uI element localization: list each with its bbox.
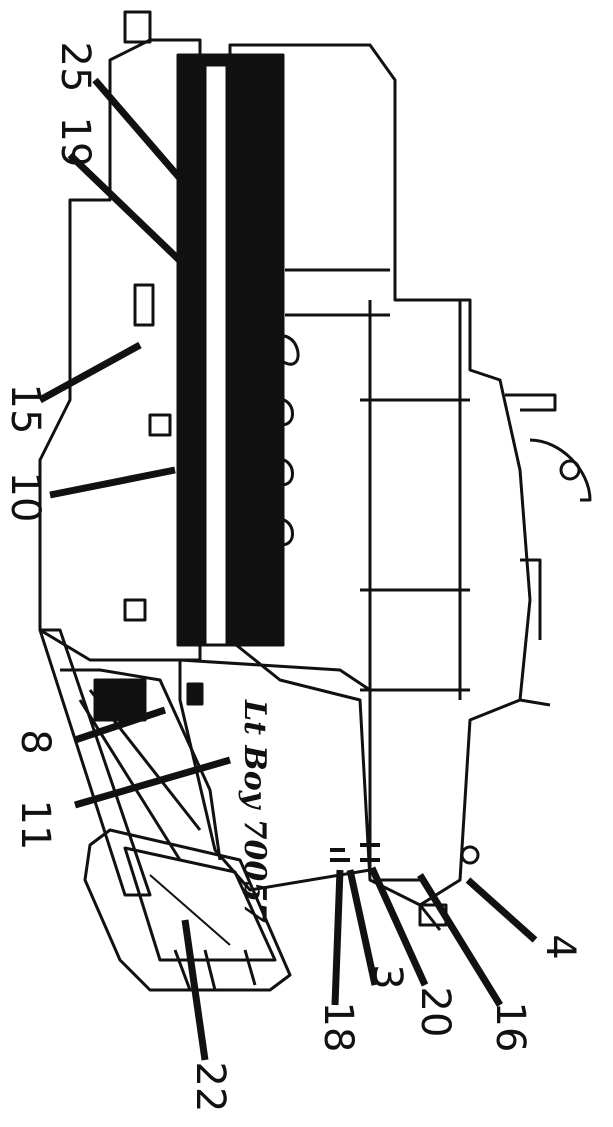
cab-side bbox=[178, 658, 372, 892]
callout-16: 16 bbox=[487, 1001, 533, 1053]
leader-11 bbox=[74, 756, 231, 809]
cab-decal-text: Lt Boy 70057 bbox=[237, 699, 272, 923]
leader-4 bbox=[465, 877, 538, 943]
callout-11: 11 bbox=[12, 799, 58, 851]
callout-18: 18 bbox=[315, 1001, 361, 1053]
callout-3: 3 bbox=[364, 964, 410, 990]
leader-3 bbox=[346, 869, 379, 986]
callout-10: 10 bbox=[2, 471, 48, 523]
leader-15 bbox=[38, 341, 142, 404]
callout-20: 20 bbox=[412, 986, 458, 1038]
leader-19 bbox=[67, 152, 203, 283]
leader-20 bbox=[368, 866, 429, 987]
callout-15: 15 bbox=[2, 383, 48, 435]
callout-4: 4 bbox=[537, 934, 583, 960]
callout-8: 8 bbox=[12, 729, 58, 755]
leader-22 bbox=[181, 919, 209, 1061]
leader-8 bbox=[73, 706, 167, 744]
leader-16 bbox=[417, 873, 503, 1007]
leader-18 bbox=[331, 869, 344, 1006]
callout-22: 22 bbox=[187, 1061, 233, 1113]
leader-10 bbox=[49, 466, 176, 499]
callout-19: 19 bbox=[52, 116, 98, 168]
boiler-body bbox=[228, 43, 532, 907]
side-piping bbox=[505, 393, 592, 707]
pilot-plate bbox=[83, 828, 292, 992]
leader-25 bbox=[92, 77, 193, 193]
callout-25: 25 bbox=[52, 41, 98, 93]
